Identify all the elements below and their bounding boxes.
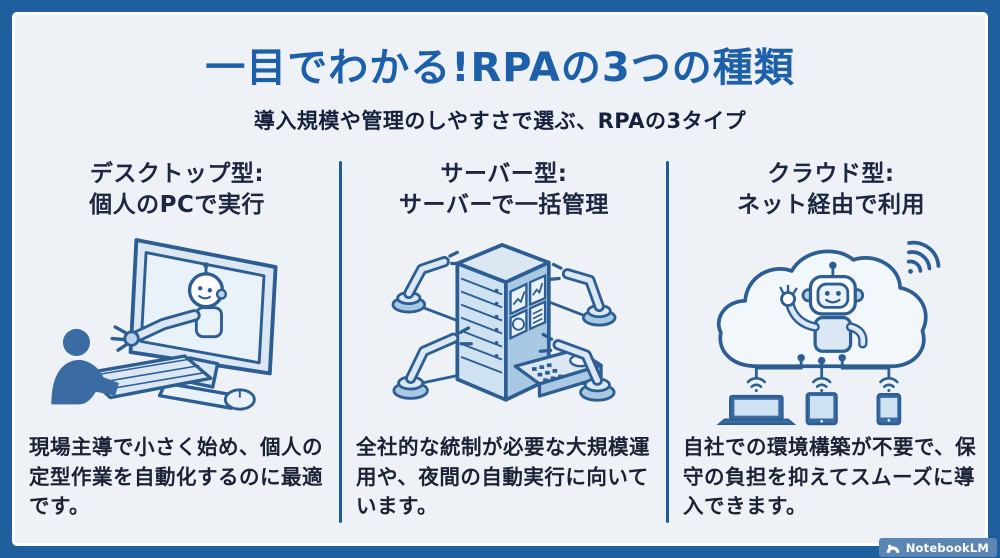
cloud-robot-devices-illustration-icon xyxy=(683,221,979,433)
column-cloud-description: 自社での環境構築が不要で、保守の負担を抑えてスムーズに導入できます。 xyxy=(683,435,977,519)
column-server-heading: サーバー型: サーバーで一括管理 xyxy=(399,159,609,221)
column-desktop-heading: デスクトップ型: 個人のPCで実行 xyxy=(89,159,265,221)
server-with-robot-arms-illustration-icon xyxy=(356,221,652,433)
column-server-heading-line1: サーバー型: xyxy=(440,161,568,187)
column-server-heading-line2: サーバーで一括管理 xyxy=(399,192,609,219)
notebooklm-logo-icon xyxy=(886,544,900,553)
column-server: サーバー型: サーバーで一括管理 xyxy=(342,157,666,537)
column-server-description: 全社的な統制が必要な大規模運用や、夜間の自動実行に向いています。 xyxy=(356,435,650,519)
column-cloud-heading-line2: ネット経由で利用 xyxy=(737,192,925,219)
column-cloud-heading-line1: クラウド型: xyxy=(767,161,895,187)
column-desktop-description: 現場主導で小さく始め、個人の定型作業を自動化するのに最適です。 xyxy=(29,435,323,519)
notebooklm-watermark: NotebookLM xyxy=(878,538,997,557)
divider-2 xyxy=(666,161,669,523)
column-cloud: クラウド型: ネット経由で利用 xyxy=(669,157,985,537)
page-title: 一目でわかる!RPAの3つの種類 xyxy=(205,45,795,91)
column-desktop-heading-line2: 個人のPCで実行 xyxy=(89,192,265,219)
page-subtitle: 導入規模や管理のしやすさで選ぶ、RPAの3タイプ xyxy=(253,109,747,133)
column-desktop-heading-line1: デスクトップ型: xyxy=(89,161,265,187)
columns-container: デスクトップ型: 個人のPCで実行 xyxy=(15,157,985,537)
divider-1 xyxy=(339,161,342,523)
infographic-panel: 一目でわかる!RPAの3つの種類 導入規模や管理のしやすさで選ぶ、RPAの3タイ… xyxy=(12,12,988,546)
desktop-pc-with-robot-illustration-icon xyxy=(29,221,325,433)
column-desktop: デスクトップ型: 個人のPCで実行 xyxy=(15,157,339,537)
column-cloud-heading: クラウド型: ネット経由で利用 xyxy=(737,159,925,221)
watermark-label: NotebookLM xyxy=(905,540,989,555)
